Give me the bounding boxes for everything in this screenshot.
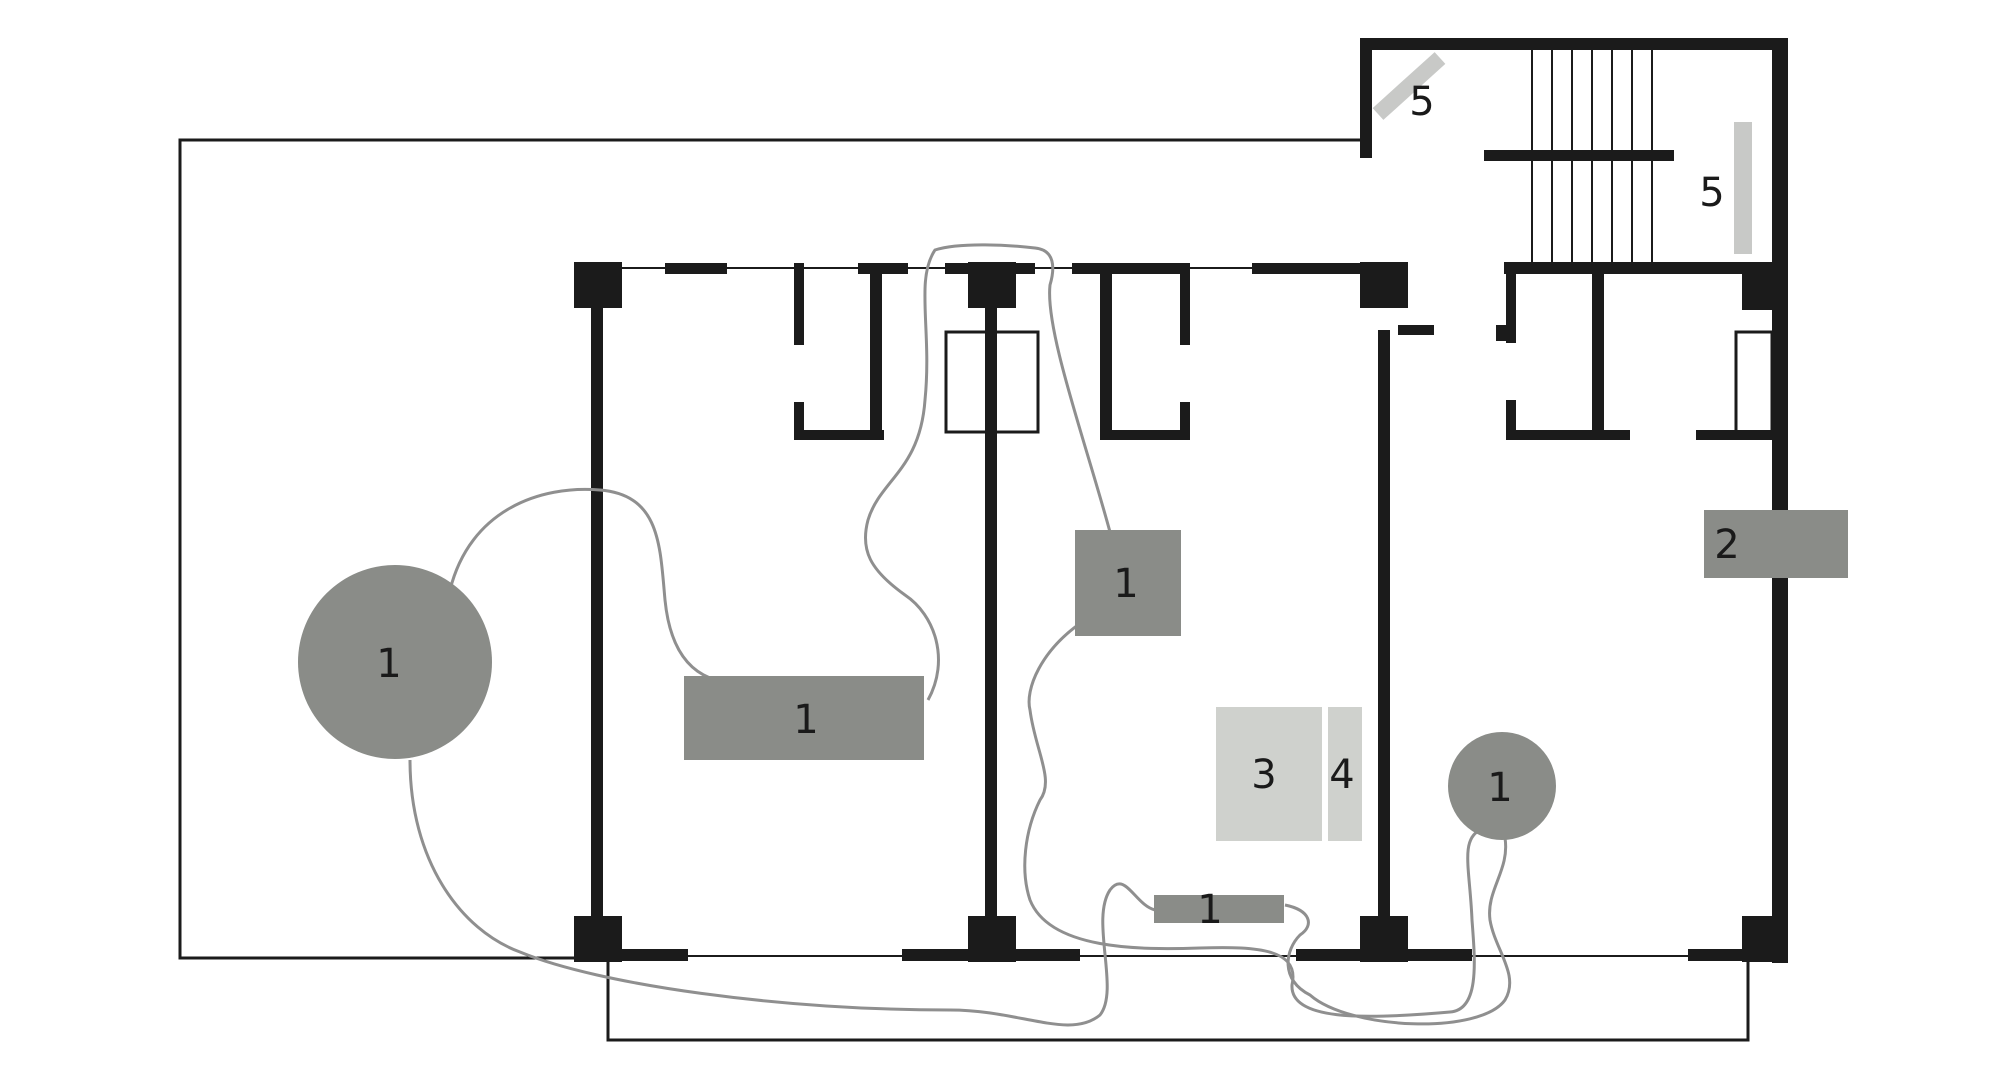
opening-right bbox=[1734, 330, 1774, 434]
item-1-small-bar bbox=[1154, 895, 1284, 923]
item-5-vertical-bar bbox=[1734, 122, 1752, 254]
label-item-1-circle-large: 1 bbox=[376, 641, 401, 687]
openings bbox=[944, 330, 1774, 434]
cable-circle-to-wide-rect bbox=[448, 487, 711, 680]
column-top-4 bbox=[1742, 270, 1782, 310]
bottom-wall-seg-1 bbox=[612, 949, 688, 961]
top-wall-seg-6 bbox=[1398, 325, 1434, 335]
bottom-wall-seg-3 bbox=[1296, 949, 1472, 961]
cable-wide-rect-to-top bbox=[863, 243, 1112, 701]
right-exterior-wall bbox=[1772, 38, 1788, 963]
bath3-bottom bbox=[1506, 430, 1630, 440]
bath2-right-bottom bbox=[1180, 402, 1190, 440]
item-1-square bbox=[1075, 530, 1181, 636]
partition-wall-1 bbox=[591, 300, 603, 920]
stair-treads bbox=[1531, 50, 1653, 262]
top-wall-seg-5 bbox=[1252, 263, 1402, 274]
bath3-left-bottom bbox=[1506, 400, 1516, 440]
item-4-rect bbox=[1328, 707, 1362, 841]
cable-square-loop bbox=[1023, 618, 1481, 1018]
bath1-bottom bbox=[794, 430, 884, 440]
cables bbox=[408, 243, 1512, 1027]
bath2-left bbox=[1100, 263, 1112, 440]
column-bottom-4 bbox=[1742, 916, 1782, 962]
bath2-right-top bbox=[1180, 263, 1190, 345]
cable-circle-to-bottom bbox=[408, 759, 1156, 1027]
bottom-wall-seg-4 bbox=[1688, 949, 1748, 961]
item-labels: 1 1 1 1 1 2 3 4 5 5 bbox=[376, 79, 1739, 933]
label-item-4-rect: 4 bbox=[1329, 752, 1354, 798]
bath2-bottom bbox=[1100, 430, 1190, 440]
top-wall-seg-1 bbox=[665, 263, 727, 274]
top-wall-seg-3 bbox=[945, 263, 1035, 274]
label-item-1-square: 1 bbox=[1113, 561, 1138, 607]
label-item-5-diagonal-bar: 5 bbox=[1409, 79, 1434, 125]
stair-bottom-wall bbox=[1504, 262, 1788, 274]
item-5-diagonal-bar bbox=[1372, 52, 1446, 120]
item-1-circle-large bbox=[298, 565, 492, 759]
label-item-1-circle-small: 1 bbox=[1487, 765, 1512, 811]
cable-small-bar-right bbox=[1284, 837, 1512, 1026]
label-item-5-vertical-bar: 5 bbox=[1699, 170, 1724, 216]
bath3-bottom-right bbox=[1696, 430, 1776, 440]
label-item-1-small-bar: 1 bbox=[1197, 887, 1222, 933]
stair-wall-left bbox=[1360, 38, 1372, 158]
outer-boundary-outline bbox=[178, 138, 1365, 960]
stair-landing-bar bbox=[1484, 150, 1674, 161]
bath1-left-top bbox=[794, 263, 804, 345]
label-item-1-wide-rect: 1 bbox=[793, 697, 818, 743]
partition-wall-2 bbox=[985, 300, 997, 920]
item-1-wide-rect bbox=[684, 676, 924, 760]
equipment-items bbox=[298, 52, 1848, 923]
bath3-divider bbox=[1592, 263, 1604, 440]
item-1-circle-small bbox=[1448, 732, 1556, 840]
label-item-2-rect: 2 bbox=[1714, 522, 1739, 568]
item-3-rect bbox=[1216, 707, 1322, 841]
walls bbox=[574, 38, 1788, 963]
stair-wall-top bbox=[1360, 38, 1785, 50]
top-wall-seg-4 bbox=[1072, 263, 1187, 274]
bath1-right bbox=[870, 263, 882, 440]
bottom-platform-outline bbox=[606, 958, 1750, 1042]
bath3-left-top bbox=[1506, 263, 1516, 343]
item-2-rect bbox=[1704, 510, 1848, 578]
label-item-3-rect: 3 bbox=[1251, 752, 1276, 798]
bath1-left-bottom bbox=[794, 402, 804, 440]
bottom-wall-seg-2 bbox=[902, 949, 1080, 961]
top-wall-seg-2 bbox=[858, 263, 908, 274]
partition-wall-3 bbox=[1378, 330, 1390, 920]
